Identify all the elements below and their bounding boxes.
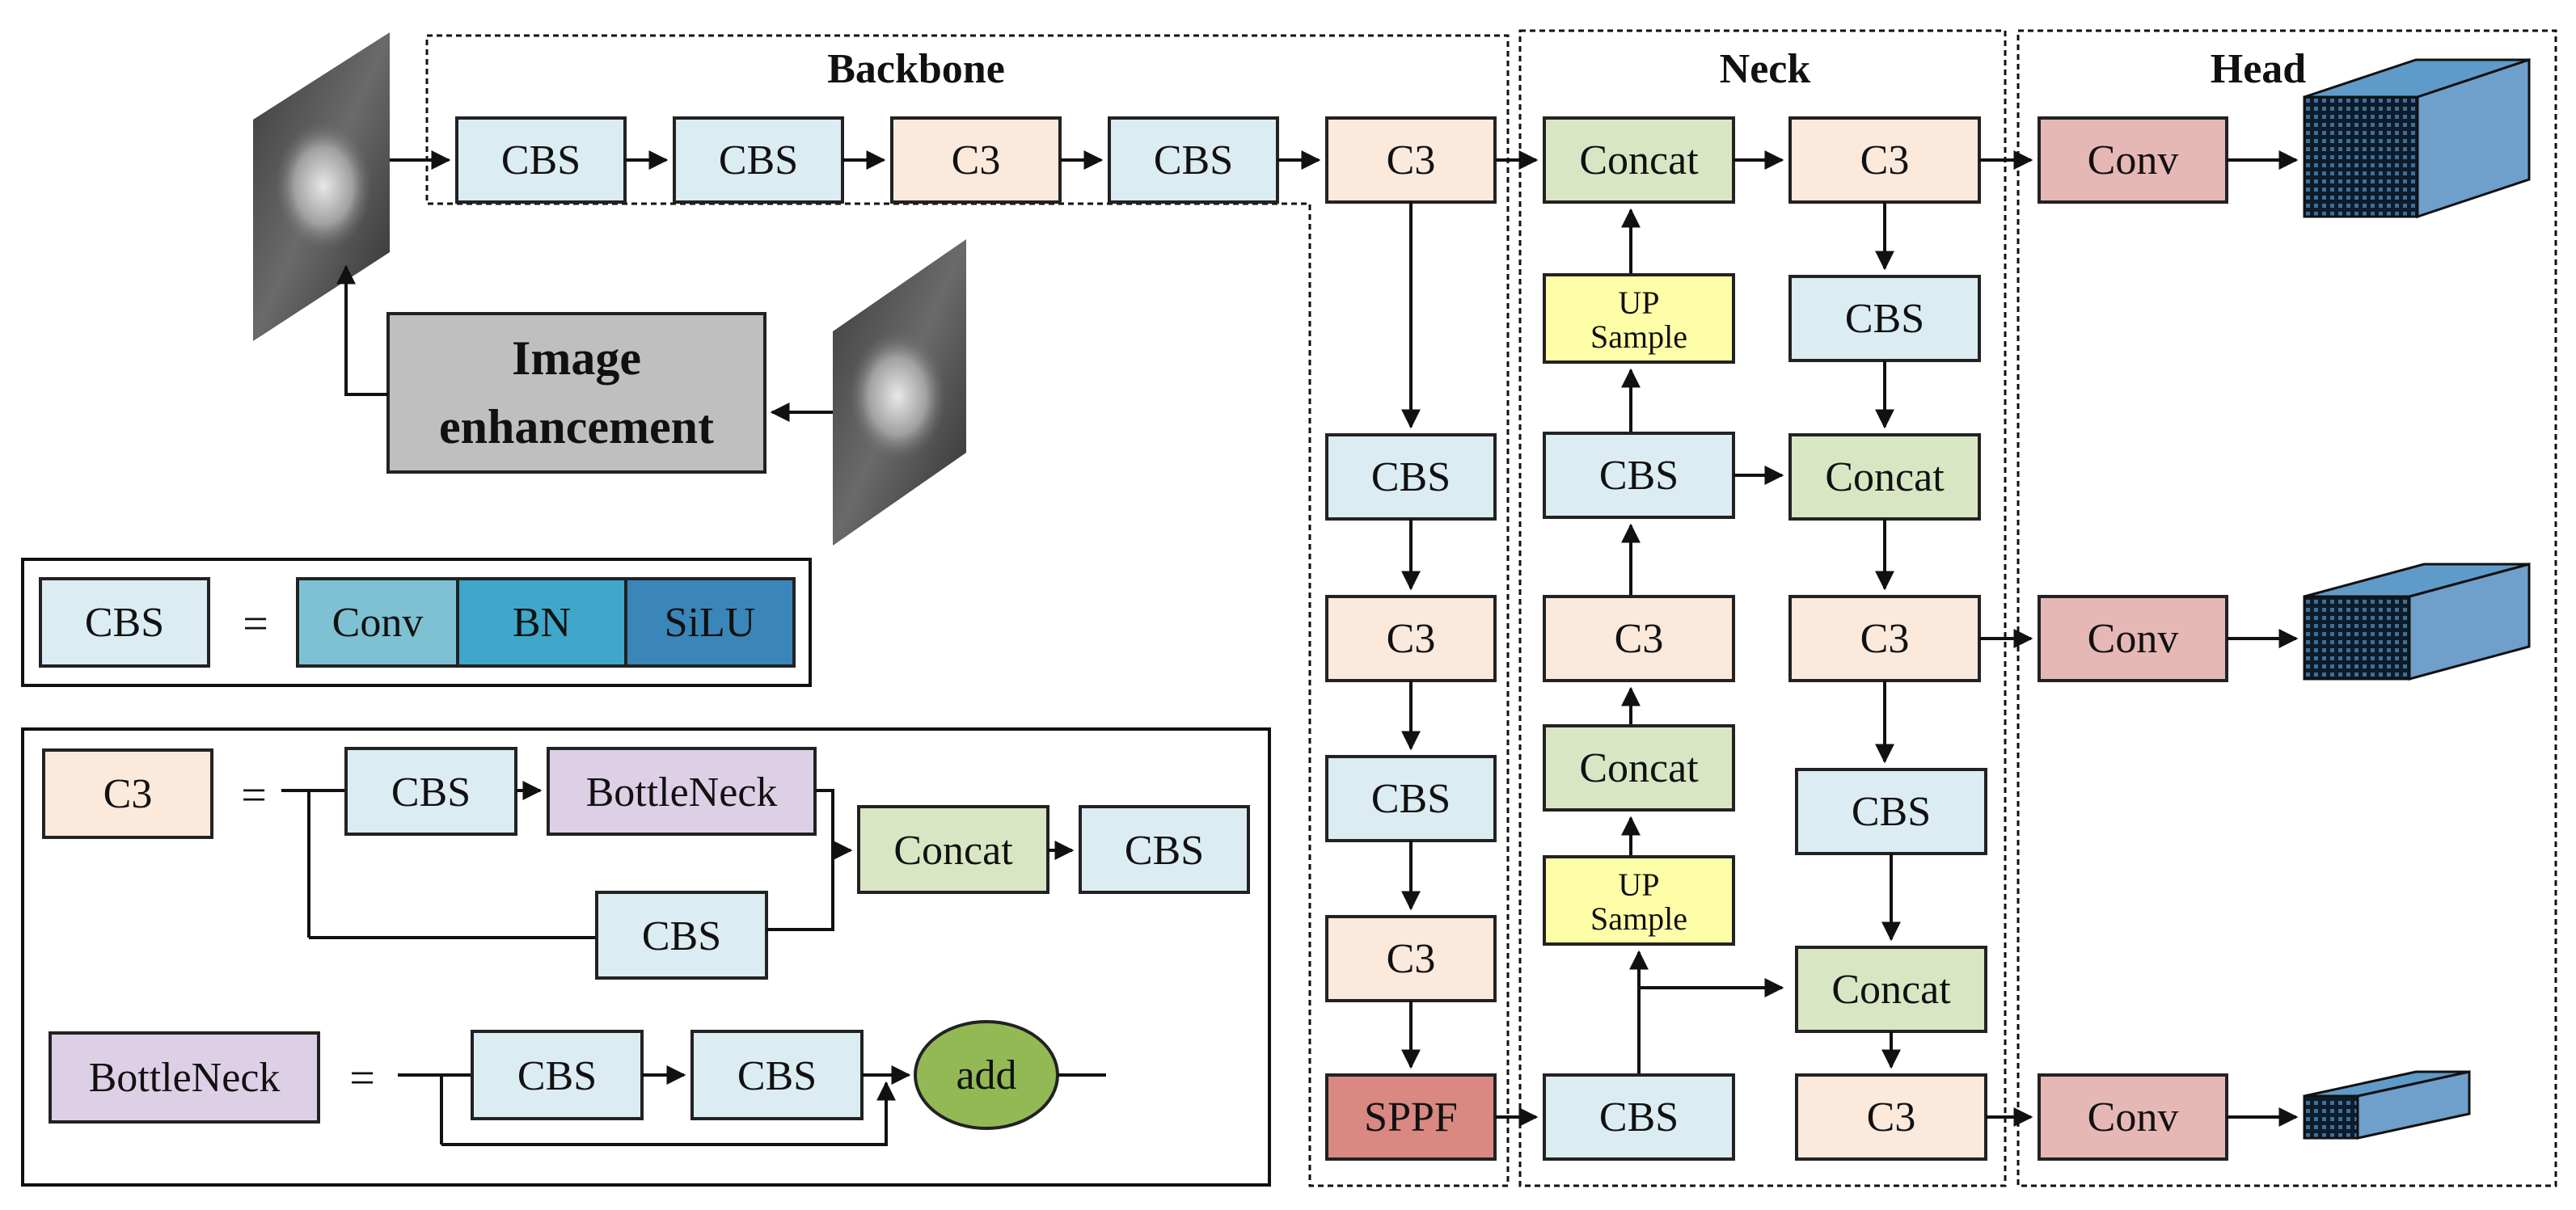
backbone-cbs-3: CBS	[1108, 116, 1279, 204]
svg-text:CBS: CBS	[1599, 1094, 1679, 1140]
backbone-cbs-4: CBS	[1325, 433, 1497, 521]
neck-title: Neck	[1720, 46, 1811, 92]
svg-text:=: =	[349, 1053, 375, 1103]
svg-text:enhancement: enhancement	[439, 400, 714, 453]
svg-text:C3: C3	[1867, 1094, 1916, 1140]
svg-text:CBS: CBS	[1852, 789, 1931, 835]
image-enhancement-box: Image enhancement	[386, 312, 766, 474]
neck-cbs-3: CBS	[1788, 275, 1981, 362]
svg-text:CBS: CBS	[1599, 453, 1679, 499]
svg-text:Concat: Concat	[1825, 454, 1945, 500]
svg-text:CBS: CBS	[1154, 137, 1233, 183]
backbone-c3-1: C3	[890, 116, 1062, 204]
backbone-c3-3: C3	[1325, 595, 1497, 682]
neck-c3-3: C3	[1788, 595, 1981, 682]
backbone-title: Backbone	[827, 46, 1005, 92]
neck-upsample-2: UP Sample	[1543, 855, 1735, 946]
raw-image-icon	[833, 239, 966, 546]
head-conv-2: Conv	[2038, 595, 2228, 682]
svg-text:Conv: Conv	[332, 600, 424, 646]
svg-text:Concat: Concat	[893, 828, 1013, 874]
svg-text:CBS: CBS	[517, 1053, 597, 1099]
svg-text:C3: C3	[1860, 616, 1910, 662]
legend-c3-bottleneck: C3 = CBS BottleNeck CBS Concat CBS Bottl…	[21, 727, 1271, 1187]
svg-text:C3: C3	[1387, 137, 1436, 183]
svg-text:SiLU: SiLU	[665, 600, 756, 646]
neck-c3-1: C3	[1543, 595, 1735, 682]
neck-c3-4: C3	[1795, 1073, 1987, 1161]
backbone-cbs-5: CBS	[1325, 755, 1497, 842]
backbone-cbs-1: CBS	[455, 116, 627, 204]
svg-text:SPPF: SPPF	[1364, 1094, 1458, 1140]
svg-text:BottleNeck: BottleNeck	[586, 769, 778, 816]
backbone-c3-4: C3	[1325, 915, 1497, 1002]
svg-text:CBS: CBS	[642, 913, 721, 959]
svg-text:CBS: CBS	[737, 1053, 817, 1099]
svg-text:UP: UP	[1618, 285, 1659, 321]
head-title: Head	[2211, 46, 2307, 92]
neck-cbs-4: CBS	[1795, 768, 1987, 855]
arrow-enhancement-to-input	[336, 264, 388, 396]
svg-text:Conv: Conv	[2088, 1094, 2179, 1140]
svg-text:BottleNeck: BottleNeck	[89, 1055, 281, 1101]
svg-text:C3: C3	[1387, 936, 1436, 982]
svg-text:Sample: Sample	[1590, 318, 1687, 355]
svg-text:Concat: Concat	[1579, 745, 1699, 791]
feature-map-cube-icon-small	[2303, 1070, 2471, 1140]
head-conv-1: Conv	[2038, 116, 2228, 204]
svg-text:CBS: CBS	[85, 600, 164, 646]
feature-map-cube-icon-medium	[2303, 563, 2531, 681]
neck-concat-4: Concat	[1795, 946, 1987, 1033]
svg-text:C3: C3	[1387, 616, 1436, 662]
svg-text:BN: BN	[513, 600, 571, 646]
svg-text:=: =	[241, 770, 267, 820]
backbone-frame	[425, 34, 1510, 1187]
svg-text:Conv: Conv	[2088, 616, 2179, 662]
svg-text:add: add	[956, 1052, 1016, 1098]
backbone-cbs-2: CBS	[673, 116, 844, 204]
svg-text:CBS: CBS	[501, 137, 581, 183]
svg-text:C3: C3	[1860, 137, 1910, 183]
svg-text:CBS: CBS	[1371, 454, 1451, 500]
neck-concat-3: Concat	[1788, 433, 1981, 521]
svg-text:C3: C3	[103, 771, 153, 817]
svg-text:CBS: CBS	[1125, 828, 1204, 874]
svg-text:CBS: CBS	[1845, 296, 1924, 342]
neck-frame	[1518, 29, 2007, 1187]
sppf-block: SPPF	[1325, 1073, 1497, 1161]
neck-upsample-1: UP Sample	[1543, 273, 1735, 364]
head-conv-3: Conv	[2038, 1073, 2228, 1161]
svg-text:CBS: CBS	[1371, 776, 1451, 822]
head-frame	[2016, 29, 2557, 1187]
svg-text:Concat: Concat	[1579, 137, 1699, 183]
svg-text:Concat: Concat	[1831, 967, 1951, 1013]
neck-c3-2: C3	[1788, 116, 1981, 204]
neck-cbs-2: CBS	[1543, 1073, 1735, 1161]
backbone-c3-2: C3	[1325, 116, 1497, 204]
feature-map-cube-icon-large	[2303, 57, 2531, 219]
neck-concat-2: Concat	[1543, 724, 1735, 812]
svg-text:Sample: Sample	[1590, 900, 1687, 937]
svg-text:=: =	[243, 599, 268, 649]
legend-cbs: CBS = Conv BN SiLU	[21, 558, 812, 687]
svg-text:CBS: CBS	[719, 137, 798, 183]
svg-text:UP: UP	[1618, 866, 1659, 903]
neck-concat-1: Concat	[1543, 116, 1735, 204]
svg-text:C3: C3	[952, 137, 1001, 183]
neck-cbs-1: CBS	[1543, 432, 1735, 519]
svg-text:Image: Image	[512, 331, 641, 385]
svg-text:C3: C3	[1615, 616, 1664, 662]
input-image-icon	[253, 32, 390, 341]
svg-text:CBS: CBS	[391, 769, 471, 816]
svg-text:Conv: Conv	[2088, 137, 2179, 183]
